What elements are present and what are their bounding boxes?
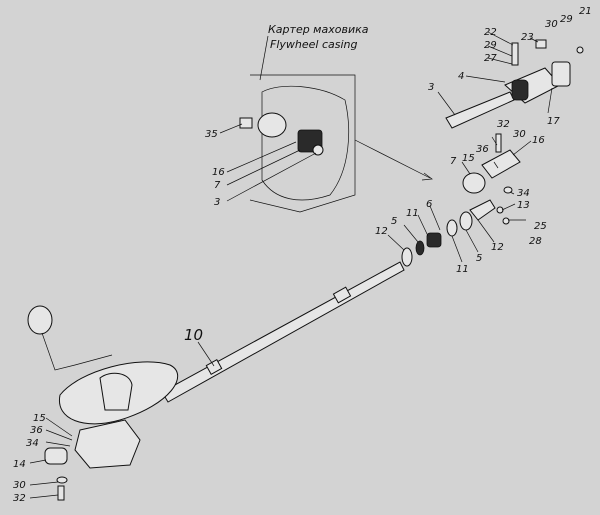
callout-25: 25 — [534, 221, 547, 232]
main-shaft — [161, 261, 405, 403]
callout-34: 34 — [517, 188, 530, 199]
callout-28: 28 — [529, 236, 542, 247]
callout-36: 36 — [476, 144, 489, 155]
callout-labels: 22 23 29 21 30 29 27 4 3 17 35 16 7 3 32… — [13, 6, 592, 504]
caption-en: Flywheel casing — [270, 38, 357, 51]
flywheel-casing-inset — [239, 74, 433, 213]
callout-11: 11 — [456, 264, 469, 275]
callout-16: 16 — [532, 135, 545, 146]
caption-ru: Картер маховика — [268, 23, 369, 36]
lever-assembly — [27, 305, 179, 501]
callout-16: 16 — [212, 167, 225, 178]
callout-21: 21 — [579, 6, 592, 17]
callout-34: 34 — [26, 438, 39, 449]
callout-4: 4 — [458, 71, 464, 82]
callout-13: 13 — [517, 200, 530, 211]
middle-assembly — [462, 133, 521, 225]
callout-17: 17 — [547, 116, 560, 127]
callout-27: 27 — [484, 53, 497, 64]
callout-14: 14 — [13, 459, 26, 470]
callout-30: 30 — [545, 19, 558, 30]
callout-32: 32 — [497, 119, 510, 130]
callout-7: 7 — [214, 180, 221, 191]
callout-15: 15 — [462, 153, 475, 164]
callout-15: 15 — [33, 413, 46, 424]
callout-29: 29 — [484, 40, 497, 51]
callout-12: 12 — [375, 226, 388, 237]
callout-29: 29 — [560, 14, 573, 25]
callout-3: 3 — [428, 82, 434, 93]
callout-3: 3 — [214, 197, 220, 208]
callout-6: 6 — [426, 199, 432, 210]
callout-35: 35 — [205, 129, 218, 140]
callout-7: 7 — [450, 156, 457, 167]
callout-36: 36 — [30, 425, 43, 436]
callout-30: 30 — [513, 129, 526, 140]
callout-10: 10 — [184, 326, 203, 344]
callout-5: 5 — [476, 253, 482, 264]
callout-22: 22 — [484, 27, 497, 38]
leader-lines — [29, 31, 553, 499]
callout-12: 12 — [491, 242, 504, 253]
callout-32: 32 — [13, 493, 26, 504]
callout-23: 23 — [521, 32, 534, 43]
callout-11: 11 — [406, 208, 419, 219]
callout-5: 5 — [391, 216, 397, 227]
callout-30: 30 — [13, 480, 26, 491]
upper-assembly — [445, 39, 584, 129]
